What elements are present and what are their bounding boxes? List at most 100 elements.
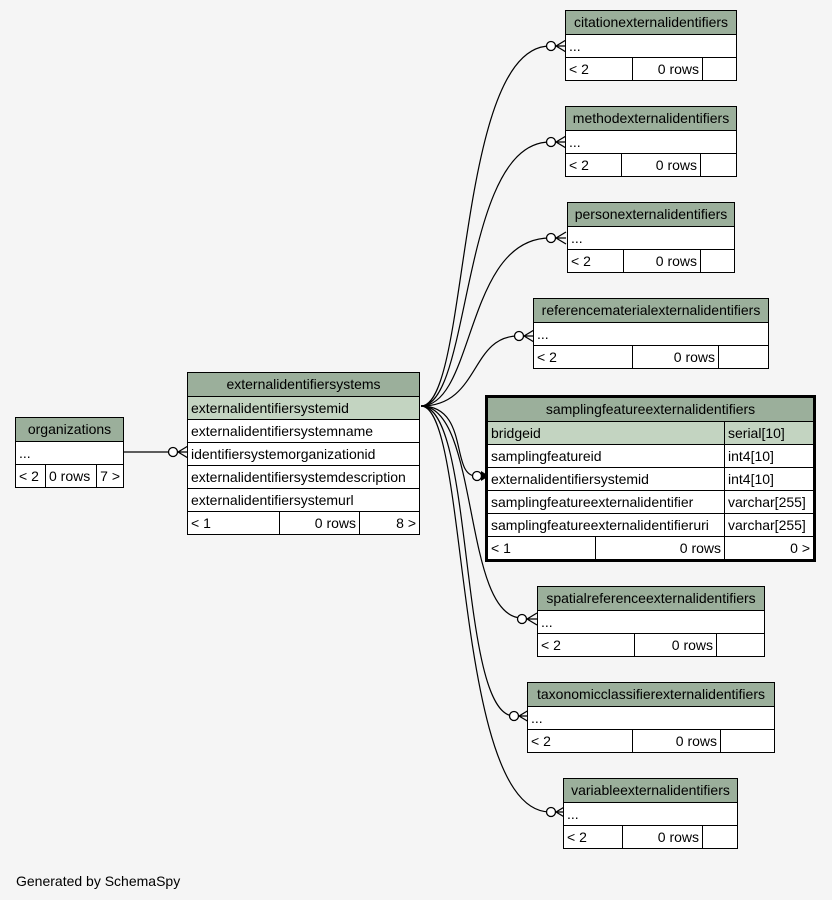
table-footer: < 2 0 rows [528, 730, 774, 752]
children-link[interactable]: 0 > [724, 537, 813, 559]
table-footer: < 2 0 rows 7 > [16, 465, 123, 487]
children-link[interactable] [700, 154, 736, 176]
crowfoot-icon [555, 231, 567, 245]
table-variableexternalidentifiers[interactable]: variableexternalidentifiers ... < 2 0 ro… [563, 778, 738, 849]
table-header[interactable]: personexternalidentifiers [568, 203, 734, 227]
children-link[interactable] [718, 346, 768, 368]
parents-link[interactable]: < 2 [541, 637, 561, 653]
children-link[interactable] [720, 730, 774, 752]
edge-method [420, 141, 551, 407]
children-link[interactable] [716, 634, 764, 656]
parents-link[interactable]: < 2 [19, 468, 39, 484]
table-header[interactable]: taxonomicclassifierexternalidentifiers [528, 683, 774, 707]
table-row: ... [528, 707, 774, 730]
table-row: samplingfeatureexternalidentifier varcha… [488, 491, 813, 514]
row-count: 0 rows [632, 730, 720, 752]
row-count: 0 rows [279, 512, 359, 534]
crowfoot-icon [523, 329, 535, 343]
column-type: varchar[255] [724, 514, 813, 536]
column-type: varchar[255] [724, 491, 813, 513]
children-link[interactable] [702, 826, 737, 848]
table-row: ... [534, 323, 768, 346]
children-link[interactable] [702, 58, 736, 80]
crowfoot-icon [177, 445, 189, 459]
table-footer: < 2 0 rows [538, 634, 764, 656]
column-name: identifiersystemorganizationid [191, 446, 376, 462]
edge-taxonomic [420, 405, 515, 717]
ellipsis-row: ... [541, 614, 553, 630]
table-citationexternalidentifiers[interactable]: citationexternalidentifiers ... < 2 0 ro… [565, 10, 737, 81]
row-count: 0 rows [634, 634, 716, 656]
row-count: 0 rows [45, 465, 96, 487]
table-header[interactable]: externalidentifiersystems [188, 373, 419, 397]
column-name: externalidentifiersystemid [491, 471, 649, 487]
ellipsis-row: ... [569, 134, 581, 150]
ellipsis-row: ... [567, 806, 579, 822]
cardinality-circle [167, 446, 179, 458]
table-footer: < 2 0 rows [534, 346, 768, 368]
table-row: ... [538, 611, 764, 634]
table-header[interactable]: methodexternalidentifiers [566, 107, 736, 131]
parents-link[interactable]: < 1 [191, 515, 211, 531]
table-row: samplingfeatureid int4[10] [488, 445, 813, 468]
table-footer: < 1 0 rows 0 > [488, 537, 813, 559]
crowfoot-icon [555, 135, 567, 149]
table-header[interactable]: referencematerialexternalidentifiers [534, 299, 768, 323]
row-count: 0 rows [622, 826, 702, 848]
parents-link[interactable]: < 2 [531, 733, 551, 749]
edge-samplingfeature [420, 405, 477, 477]
table-methodexternalidentifiers[interactable]: methodexternalidentifiers ... < 2 0 rows [565, 106, 737, 177]
table-row: ... [566, 35, 736, 58]
table-taxonomicclassifierexternalidentifiers[interactable]: taxonomicclassifierexternalidentifiers .… [527, 682, 775, 753]
row-count: 0 rows [632, 346, 718, 368]
table-header[interactable]: organizations [16, 418, 123, 442]
table-row: ... [568, 227, 734, 250]
column-name: externalidentifiersystemname [191, 423, 374, 439]
column-type: int4[10] [724, 445, 813, 467]
cardinality-circle [545, 232, 557, 244]
cardinality-circle [471, 470, 483, 482]
column-type: serial[10] [724, 422, 813, 444]
table-header[interactable]: spatialreferenceexternalidentifiers [538, 587, 764, 611]
parents-link[interactable]: < 1 [491, 540, 511, 556]
cardinality-circle [516, 613, 528, 625]
parents-link[interactable]: < 2 [569, 61, 589, 77]
row-count: 0 rows [632, 58, 702, 80]
table-row: ... [16, 442, 123, 465]
table-row: externalidentifiersystemname [188, 420, 419, 443]
parents-link[interactable]: < 2 [571, 253, 591, 269]
column-name: externalidentifiersystemid [191, 400, 349, 416]
parents-link[interactable]: < 2 [567, 829, 587, 845]
row-count: 0 rows [621, 154, 700, 176]
edge-variable [420, 405, 551, 813]
table-samplingfeatureexternalidentifiers[interactable]: samplingfeatureexternalidentifiers bridg… [485, 395, 816, 562]
table-organizations[interactable]: organizations ... < 2 0 rows 7 > [15, 417, 124, 488]
edge-spatialreference [420, 405, 523, 619]
parents-link[interactable]: < 2 [537, 349, 557, 365]
children-link[interactable] [700, 250, 734, 272]
column-name: samplingfeatureexternalidentifieruri [491, 517, 709, 533]
column-name: samplingfeatureid [491, 448, 602, 464]
row-count: 0 rows [595, 537, 724, 559]
children-link[interactable]: 7 > [96, 465, 123, 487]
table-row: ... [564, 803, 737, 826]
table-spatialreferenceexternalidentifiers[interactable]: spatialreferenceexternalidentifiers ... … [537, 586, 765, 657]
column-name: externalidentifiersystemurl [191, 492, 354, 508]
ellipsis-row: ... [537, 326, 549, 342]
children-link[interactable]: 8 > [359, 512, 419, 534]
table-externalidentifiersystems[interactable]: externalidentifiersystems externalidenti… [187, 372, 420, 535]
edge-person [420, 237, 551, 407]
column-name: externalidentifiersystemdescription [191, 469, 406, 485]
table-footer: < 2 0 rows [564, 826, 737, 848]
table-header[interactable]: variableexternalidentifiers [564, 779, 737, 803]
ellipsis-row: ... [569, 38, 581, 54]
parents-link[interactable]: < 2 [569, 157, 589, 173]
table-footer: < 2 0 rows [566, 58, 736, 80]
table-header[interactable]: citationexternalidentifiers [566, 11, 736, 35]
table-footer: < 2 0 rows [568, 250, 734, 272]
cardinality-circle [545, 806, 557, 818]
column-name: bridgeid [491, 425, 541, 441]
table-personexternalidentifiers[interactable]: personexternalidentifiers ... < 2 0 rows [567, 202, 735, 273]
table-header[interactable]: samplingfeatureexternalidentifiers [488, 398, 813, 422]
table-referencematerialexternalidentifiers[interactable]: referencematerialexternalidentifiers ...… [533, 298, 769, 369]
